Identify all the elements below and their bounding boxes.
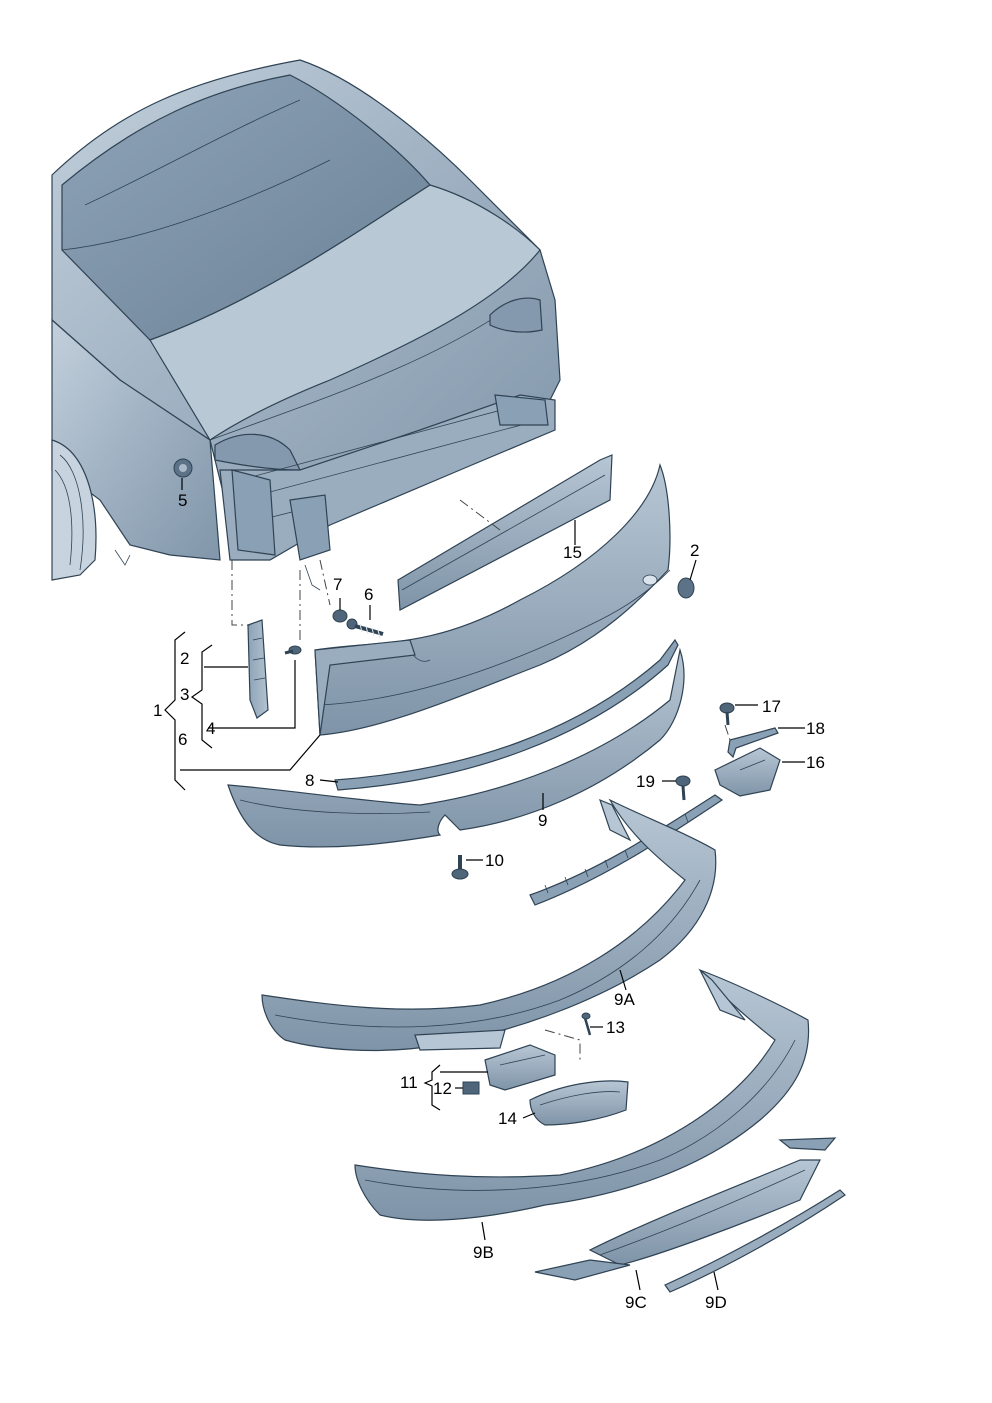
car-rear-body (51, 59, 561, 591)
label-8: 8 (305, 771, 314, 790)
part-6-screw (346, 618, 384, 639)
label-9c: 9C (625, 1293, 647, 1312)
label-4: 4 (206, 719, 215, 738)
label-11: 11 (400, 1073, 418, 1092)
label-2-left: 2 (180, 649, 189, 668)
label-13: 13 (606, 1018, 625, 1037)
trunk-lid (149, 184, 541, 441)
mounting-bracket-left (231, 469, 276, 556)
part-9b-diffuser (354, 968, 810, 1221)
part-16-support (714, 747, 781, 797)
part-12-clip (462, 1081, 480, 1095)
part-10-screw (451, 855, 469, 880)
part-4-screw (284, 645, 302, 655)
part-17-screw (719, 702, 735, 726)
part-7-nut (332, 609, 348, 623)
reference-lines (231, 499, 731, 1062)
label-14: 14 (498, 1109, 517, 1128)
label-9: 9 (538, 811, 547, 830)
callout-labels: 5 15 2 7 6 2 3 1 4 6 8 9 10 17 18 16 19 … (153, 491, 825, 1312)
label-18: 18 (806, 719, 825, 738)
label-9d: 9D (705, 1293, 727, 1312)
label-3: 3 (180, 685, 189, 704)
label-5: 5 (178, 491, 187, 510)
part-15-strip (397, 454, 613, 611)
leader-lines (164, 478, 805, 1291)
label-16: 16 (806, 753, 825, 772)
part-2-bumper-cover (314, 462, 671, 736)
part-3-guide-bracket (247, 619, 269, 719)
part-8-trim-strip (334, 638, 679, 791)
part-11-bracket (484, 1044, 556, 1091)
part-2-cap (677, 577, 695, 599)
label-19: 19 (636, 772, 655, 791)
part-9-lower-bumper (227, 647, 685, 848)
label-10: 10 (485, 851, 504, 870)
part-19-screw (675, 775, 691, 801)
label-17: 17 (762, 697, 781, 716)
part-9d-grille-strip (664, 1189, 846, 1293)
part-14-tailpipe-trim (529, 1080, 629, 1126)
part-retaining-rail (529, 794, 724, 906)
label-2-right: 2 (690, 541, 699, 560)
rear-wheel (51, 439, 97, 581)
label-6-top: 6 (364, 585, 373, 604)
label-9a: 9A (614, 990, 635, 1009)
label-9b: 9B (473, 1243, 494, 1262)
tail-light-right (489, 297, 543, 333)
part-9a-diffuser (261, 798, 717, 1052)
label-1: 1 (153, 701, 162, 720)
label-12: 12 (433, 1079, 452, 1098)
label-6-left: 6 (178, 730, 187, 749)
part-13-screw (581, 1012, 592, 1036)
label-15: 15 (563, 543, 582, 562)
part-9c-insert (588, 1159, 821, 1266)
part-18-clip (727, 727, 779, 759)
label-7: 7 (333, 575, 342, 594)
